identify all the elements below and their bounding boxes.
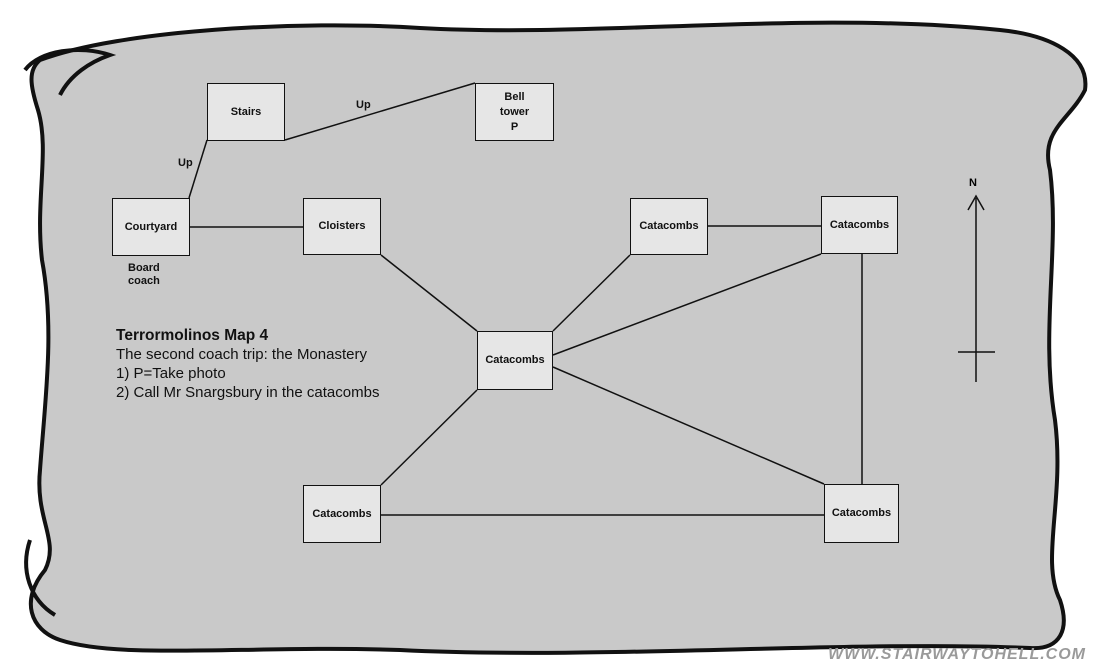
room-label: Catacombs xyxy=(312,507,372,520)
note-line: coach xyxy=(128,275,160,287)
parchment xyxy=(28,20,1088,655)
room-stairs: Stairs xyxy=(207,83,285,141)
edge-courtyard-stairs xyxy=(188,139,208,199)
scroll-curl-top xyxy=(23,48,117,96)
room-cloisters: Cloisters xyxy=(303,198,381,255)
room-label: Cloisters xyxy=(318,220,366,232)
room-label: Catacombs xyxy=(831,507,892,519)
room-label: Catacombs xyxy=(485,354,545,366)
edge-label-up: Up xyxy=(356,99,371,111)
room-catacombs-top: Catacombs xyxy=(630,198,708,255)
room-courtyard: Courtyard xyxy=(112,198,190,256)
edge-center-catbr xyxy=(552,366,825,485)
edge-cloisters-center xyxy=(380,254,478,332)
compass-north-label: N xyxy=(969,177,977,189)
legend-note: 2) Call Mr Snargsbury in the catacombs xyxy=(116,384,380,401)
room-catacombs-top-right: Catacombs xyxy=(821,196,898,254)
watermark: WWW.STAIRWAYTOHELL.COM xyxy=(828,646,1086,663)
edge-stairs-bell xyxy=(284,82,476,141)
compass-arrowhead-icon xyxy=(967,194,985,211)
room-label: Catacombs xyxy=(639,220,699,232)
edge-cattop-center xyxy=(552,254,631,332)
room-label: Courtyard xyxy=(124,220,178,233)
note-line: Board xyxy=(128,262,160,274)
room-label: Catacombs xyxy=(829,218,890,231)
map-title: Terrormolinos Map 4 xyxy=(116,327,269,344)
edge-center-catbl xyxy=(380,389,478,486)
photo-marker: P xyxy=(510,120,519,133)
room-catacombs-bottom-left: Catacombs xyxy=(303,485,381,543)
legend-note: 1) P=Take photo xyxy=(116,365,226,382)
room-bell-tower: Bell tower P xyxy=(475,83,554,141)
room-catacombs-bottom-right: Catacombs xyxy=(824,484,899,543)
map-subtitle: The second coach trip: the Monastery xyxy=(116,346,367,363)
room-label: Bell xyxy=(504,90,525,103)
room-label: tower xyxy=(499,105,530,118)
connection-lines xyxy=(188,82,995,516)
edge-label-up: Up xyxy=(178,157,193,169)
courtyard-note: Board coach xyxy=(128,262,160,288)
map-legend: Terrormolinos Map 4 The second coach tri… xyxy=(116,326,379,402)
room-catacombs-center: Catacombs xyxy=(477,331,553,390)
scroll-curl-bottom xyxy=(24,539,57,617)
room-label: Stairs xyxy=(230,105,262,118)
edge-cattr-center xyxy=(552,253,822,356)
